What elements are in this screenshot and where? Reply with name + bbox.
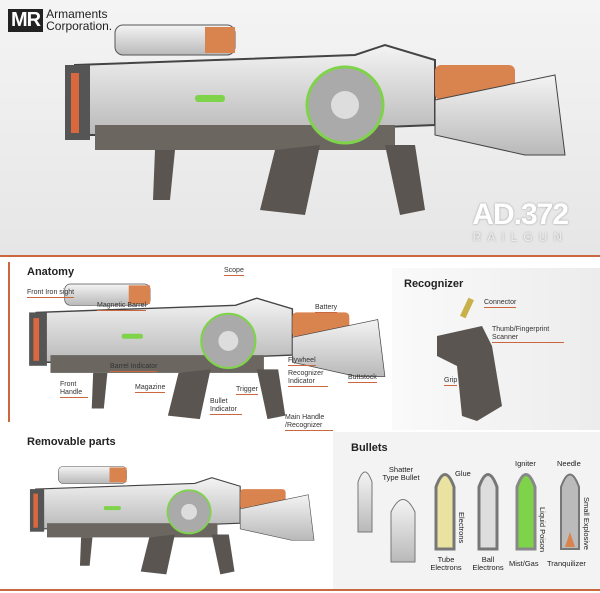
label-glue: Glue: [455, 469, 471, 478]
logo-line1: Armaments: [46, 7, 108, 21]
railgun-hero-illustration: [55, 5, 575, 225]
label-ball-electrons: Ball Electrons: [472, 555, 504, 572]
label-tranquilizer: Tranquilizer: [547, 559, 586, 568]
label-shatter-bullet: Shatter Type Bullet: [382, 465, 420, 482]
label-small-explosive: Small Explosive: [582, 497, 591, 550]
bullets-illustration: [357, 471, 580, 563]
label-trigger: Trigger: [236, 386, 258, 395]
logo-letters: MR: [8, 8, 44, 32]
bullets-title: Bullets: [351, 442, 388, 454]
label-recognizer-indicator: Recognizer Indicator: [288, 370, 328, 387]
label-magnetic-barrel: Magnetic Barrel: [97, 302, 147, 311]
label-magazine: Magazine: [135, 384, 166, 393]
recognizer-grip-illustration: [437, 297, 502, 421]
label-igniter: Igniter: [515, 459, 536, 468]
label-flywheel: Flywheel: [288, 357, 316, 366]
anatomy-illustration: [22, 268, 392, 428]
label-barrel-indicator: Barrel Indicator: [110, 363, 158, 372]
model-name: AD.372: [472, 198, 569, 231]
model-subtitle: RAILGUN: [472, 230, 568, 244]
removable-title: Removable parts: [27, 436, 116, 448]
recognizer-panel: Recognizer Connector Thumb/Fingerprint S…: [392, 268, 600, 430]
label-battery: Battery: [315, 304, 338, 313]
label-front-handle: Front Handle: [60, 381, 88, 398]
label-scope: Scope: [224, 267, 244, 276]
divider: [0, 255, 600, 257]
label-scanner: Thumb/Fingerprint Scanner: [492, 326, 564, 343]
label-electrons: Electrons: [457, 512, 466, 544]
label-tube-electrons: Tube Electrons: [430, 555, 462, 572]
logo-line2: Corporation.: [46, 19, 113, 33]
recognizer-title: Recognizer: [404, 278, 464, 290]
label-liquid-poison: Liquid Poison: [538, 507, 547, 553]
label-front-iron-sight: Front Iron sight: [27, 289, 75, 298]
label-bullet-indicator: Bullet Indicator: [210, 398, 242, 415]
label-grip: Grip: [444, 377, 458, 386]
bullets-panel: Bullets Shatter Type Bullet Glue Electro…: [333, 432, 600, 589]
label-buttstock: Buttstock: [348, 374, 377, 383]
anatomy-title: Anatomy: [27, 266, 75, 278]
label-connector: Connector: [484, 299, 517, 308]
divider-vertical: [8, 262, 10, 422]
removable-parts-illustration: [22, 455, 322, 580]
label-needle: Needle: [557, 459, 581, 468]
label-main-handle: Main Handle /Recognizer: [285, 414, 333, 431]
bottom-divider: [0, 589, 600, 591]
label-mist-gas: Mist/Gas: [509, 559, 539, 568]
